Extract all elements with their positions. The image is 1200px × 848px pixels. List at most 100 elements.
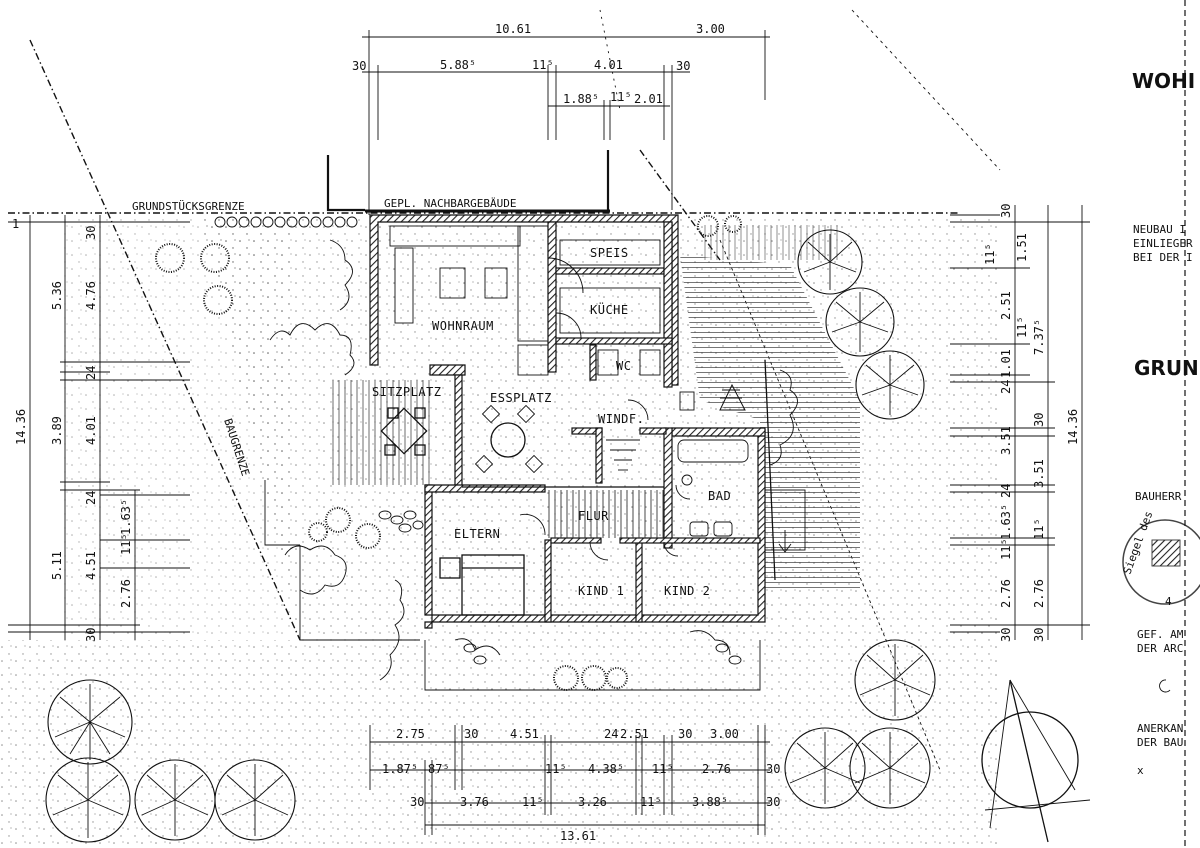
room-wc: WC: [616, 359, 631, 373]
title-line-3: BEI DER I: [1133, 251, 1193, 264]
room-windfang: WINDF.: [598, 412, 644, 426]
dim-left-c3-24b: 24: [84, 491, 98, 505]
right-dimensions: 30 11⁵ 1.51 2.51 11⁵ 1.01 24 3.51 24 1.6…: [983, 204, 1080, 642]
dim-right-c2-c: 2.76: [1032, 579, 1046, 608]
dim-right-c1-b: 2.51: [999, 291, 1013, 320]
dim-right-c2-115: 11⁵: [1032, 518, 1046, 540]
dim-bot-r2-115a: 11⁵: [545, 762, 567, 776]
dim-top-r2-a: 5.88⁵: [440, 58, 476, 72]
dim-left-c2-b: 3.89: [50, 416, 64, 445]
dim-bot-r1-24: 24: [604, 727, 618, 741]
dim-left-c4-b: 2.76: [119, 579, 133, 608]
dim-left-total: 14.36: [14, 409, 28, 445]
label-anerk-1: ANERKAN: [1137, 722, 1183, 735]
dim-bot-r3-115a: 11⁵: [522, 795, 544, 809]
dim-bot-r2-30: 30: [766, 762, 780, 776]
dim-bot-r3-30b: 30: [766, 795, 780, 809]
dim-right-c1-24b: 24: [999, 484, 1013, 498]
dim-left-c3-30b: 30: [84, 628, 98, 642]
dim-bot-r1-b: 4.51: [510, 727, 539, 741]
dim-top-r3-b: 2.01: [634, 92, 663, 106]
dim-right-c1-d: 3.51: [999, 426, 1013, 455]
title-line-2: EINLIEGER: [1133, 237, 1193, 250]
dim-top-r2-b: 4.01: [594, 58, 623, 72]
room-kueche: KÜCHE: [590, 301, 629, 317]
building: [369, 214, 766, 629]
top-dimensions: 10.61 3.00 30 5.88⁵ 11⁵ 4.01 30 1.88⁵ 11…: [352, 22, 725, 106]
dim-right-c1-24a: 24: [999, 380, 1013, 394]
dim-top-r2-115: 11⁵: [532, 58, 554, 72]
dim-right-c1-e: 1.63⁵: [999, 504, 1013, 540]
room-kind1: KIND 1: [578, 584, 624, 598]
dim-bot-r3-30a: 30: [410, 795, 424, 809]
room-bad: BAD: [708, 489, 731, 503]
seal-text: Siegel des: [1121, 509, 1156, 576]
dim-right-c1-115a: 11⁵: [983, 243, 997, 265]
dim-bot-r1-30a: 30: [464, 727, 478, 741]
room-speis: SPEIS: [590, 246, 629, 260]
dim-left-c4-115: 11⁵: [119, 533, 133, 555]
label-grundstuecksgrenze: GRUNDSTÜCKSGRENZE: [132, 200, 245, 213]
landscaping: [45, 215, 936, 843]
room-kind2: KIND 2: [664, 584, 710, 598]
dim-top-r2-30a: 30: [352, 59, 366, 73]
dim-left-c3-24a: 24: [84, 366, 98, 380]
dim-right-c1-f: 2.76: [999, 579, 1013, 608]
dim-bot-r3-a: 3.76: [460, 795, 489, 809]
label-bauherr: BAUHERR: [1135, 490, 1182, 503]
title-wohn: WOHI: [1132, 69, 1195, 93]
dim-right-c2-30: 30: [1032, 413, 1046, 427]
dim-left-c2-c: 5.11: [50, 551, 64, 580]
dim-bot-r1-d: 3.00: [710, 727, 739, 741]
dim-top-r2-30b: 30: [676, 59, 690, 73]
seal-number: 4: [1165, 595, 1172, 608]
room-essplatz: ESSPLATZ: [490, 391, 552, 405]
dim-bot-r2-a: 1.87⁵: [382, 762, 418, 776]
dim-left-c3-b: 4.01: [84, 416, 98, 445]
dim-top-overall-right: 3.00: [696, 22, 725, 36]
dim-bot-r1-c: 2.51: [620, 727, 649, 741]
site-area: [0, 9, 1001, 845]
dim-bot-r1-a: 2.75: [396, 727, 425, 741]
dim-top-r3-a: 1.88⁵: [563, 92, 599, 106]
dim-right-c2-b: 3.51: [1032, 459, 1046, 488]
mark-x: x: [1137, 764, 1144, 777]
dim-right-c1-30b: 30: [999, 628, 1013, 642]
dim-right-c1-a: 1.51: [1015, 233, 1029, 262]
dim-bot-r3-c: 3.88⁵: [692, 795, 728, 809]
dim-bot-r2-d: 2.76: [702, 762, 731, 776]
dim-bot-r3-b: 3.26: [578, 795, 607, 809]
dim-right-c2-30b: 30: [1032, 628, 1046, 642]
title-line-1: NEUBAU I: [1133, 223, 1186, 236]
dim-bot-r1-30b: 30: [678, 727, 692, 741]
dim-right-c1-c: 1.01: [999, 349, 1013, 378]
official-seal: [1122, 519, 1200, 605]
dim-bot-total: 13.61: [560, 829, 596, 843]
room-sitzplatz: SITZPLATZ: [372, 385, 442, 399]
dim-bot-r3-115b: 11⁵: [640, 795, 662, 809]
dim-left-c4-a: 1.63⁵: [119, 499, 133, 535]
dimension-lines: [8, 0, 1200, 848]
room-flur: FLUR: [578, 509, 609, 523]
label-nachbargebaeude: GEPL. NACHBARGEBÄUDE: [384, 197, 516, 210]
dim-bot-r2-115b: 11⁵: [652, 762, 674, 776]
dim-left-c2-a: 5.36: [50, 281, 64, 310]
dim-right-c1-30: 30: [999, 204, 1013, 218]
label-gef-1: GEF. AM: [1137, 628, 1184, 641]
dim-left-c3-a: 4.76: [84, 281, 98, 310]
title-block: WOHI NEUBAU I EINLIEGER BEI DER I GRUN B…: [1121, 69, 1199, 777]
dim-right-c1-115b: 11⁵: [1015, 316, 1029, 338]
dim-right-c2-a: 7.37⁵: [1032, 319, 1046, 355]
dim-top-r3-115: 11⁵: [610, 90, 632, 104]
dim-left-one: 1: [12, 217, 19, 231]
dim-bot-r2-c: 4.38⁵: [588, 762, 624, 776]
dim-right-total: 14.36: [1066, 409, 1080, 445]
dim-right-c1-115c: 11⁵: [999, 538, 1013, 560]
room-wohnraum: WOHNRAUM: [432, 319, 494, 333]
room-eltern: ELTERN: [454, 527, 500, 541]
bottom-dimensions: 2.75 30 4.51 24 2.51 30 3.00 1.87⁵ 87⁵ 1…: [382, 727, 780, 843]
left-dimensions: 1 14.36 5.36 3.89 5.11 30 4.76 24 4.01 2…: [12, 217, 133, 642]
dim-left-c3-c: 4.51: [84, 551, 98, 580]
dim-left-c3-30: 30: [84, 226, 98, 240]
